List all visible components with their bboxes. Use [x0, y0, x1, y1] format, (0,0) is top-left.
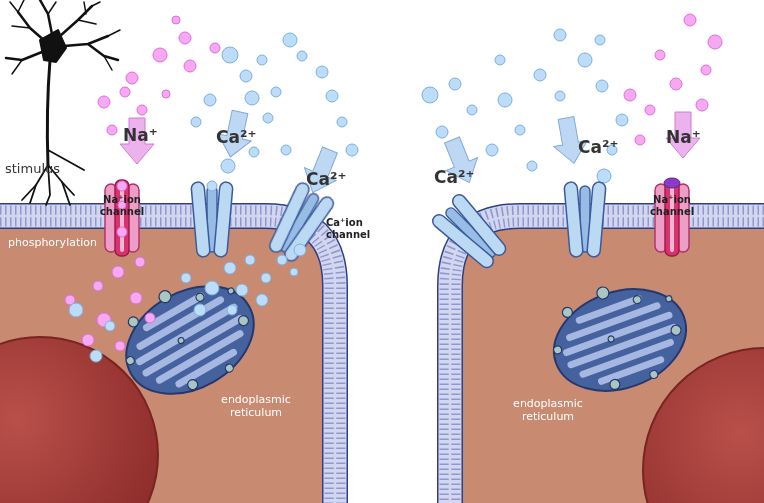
process-label: phosphorylation: [8, 237, 97, 250]
ion-label: Ca²⁺: [434, 168, 474, 188]
ion-label: Ca²⁺: [578, 138, 618, 158]
channel-label: Na⁺ion channel: [94, 194, 150, 217]
organelle-label: endoplasmic reticulum: [210, 394, 302, 419]
stimulus-label: stimulus: [5, 162, 60, 177]
channel-node: Na⁺ion channel: [96, 180, 148, 256]
channel-node: endoplasmic reticulum: [125, 280, 295, 420]
ion-label: Na⁺: [666, 128, 701, 148]
ion-label: Ca²⁺: [216, 128, 256, 148]
ion-label: Ca²⁺: [306, 170, 346, 190]
organelle-label: endoplasmic reticulum: [505, 398, 591, 423]
channel-label: Na⁺ion channel: [644, 194, 700, 217]
channel-label: Ca⁺ion channel: [326, 217, 382, 240]
ion-label: Na⁺: [123, 126, 158, 146]
channel-node: Na⁺ion channel: [646, 180, 698, 256]
channel-node: endoplasmic reticulum: [500, 280, 690, 420]
